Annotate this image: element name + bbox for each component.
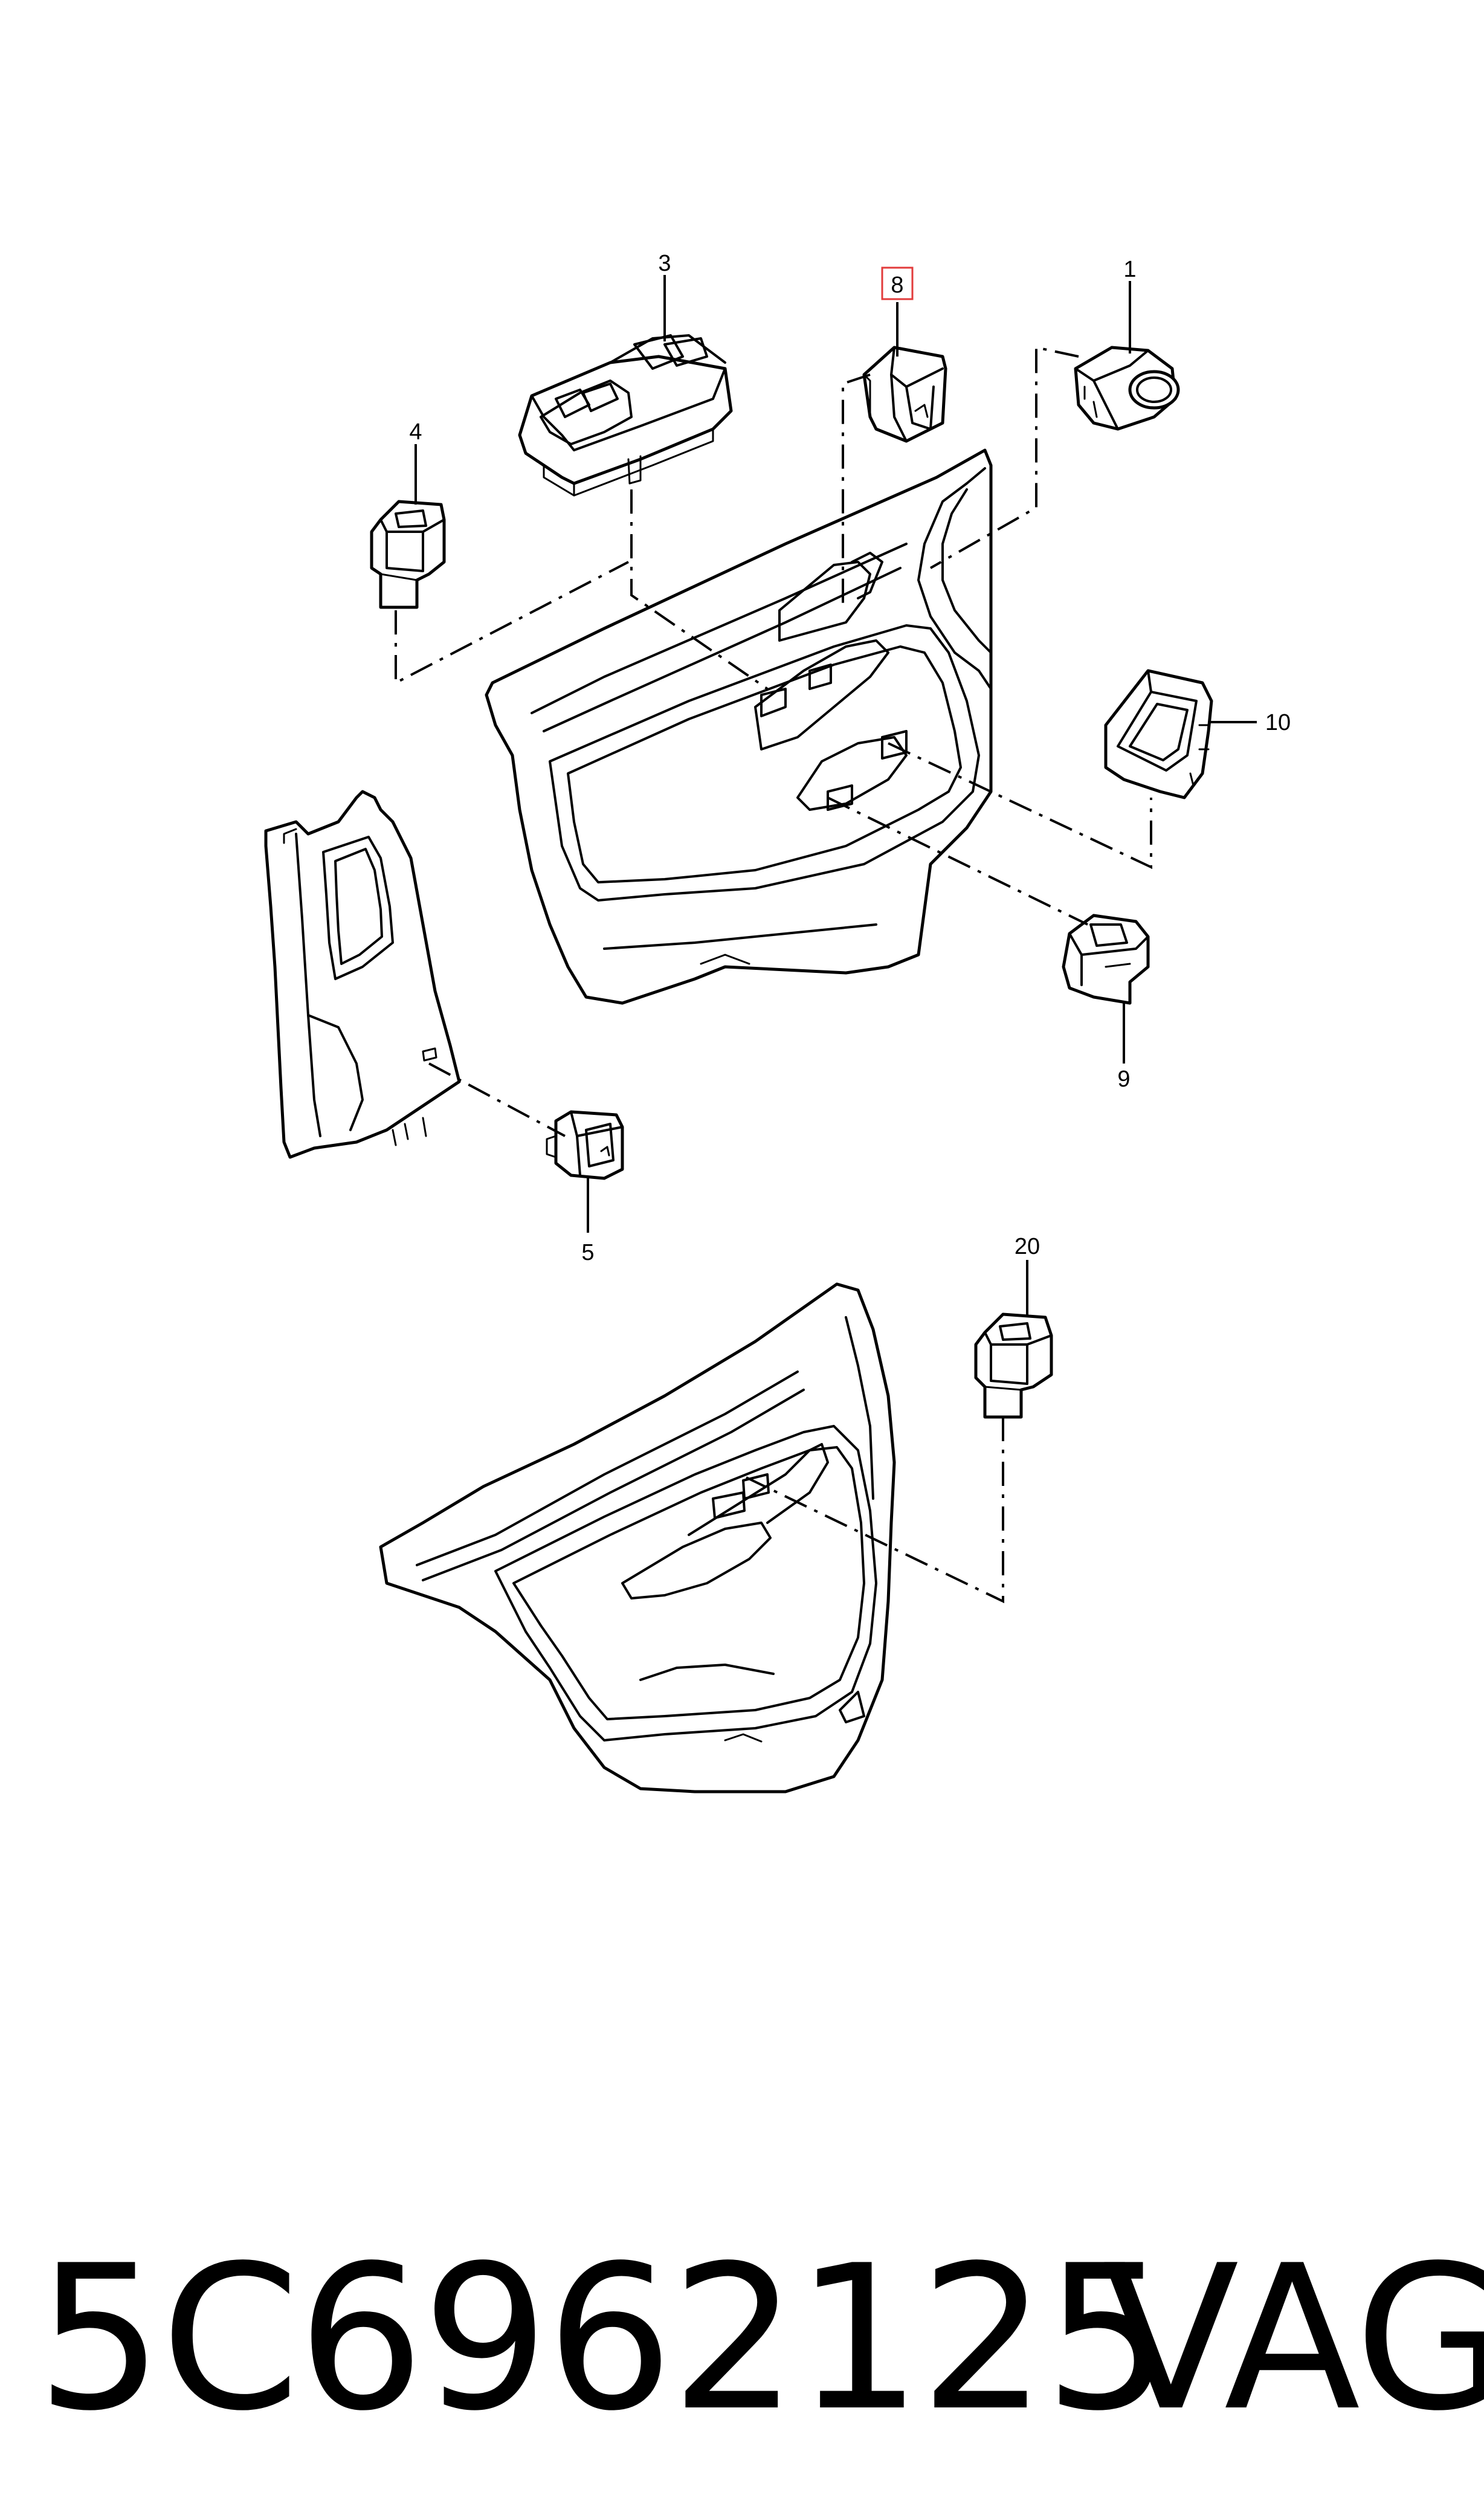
callout-3[interactable]: 3 bbox=[658, 251, 671, 276]
b-pillar-trim bbox=[264, 790, 461, 1159]
callout-8[interactable]: 8 bbox=[891, 273, 903, 298]
single-window-switch bbox=[862, 346, 947, 443]
callout-9[interactable]: 9 bbox=[1117, 1067, 1130, 1092]
assembly-lines bbox=[395, 346, 1152, 1604]
callout-4[interactable]: 4 bbox=[409, 419, 422, 445]
door-window-switch bbox=[1062, 914, 1150, 1005]
callout-5[interactable]: 5 bbox=[581, 1240, 594, 1265]
mirror-adjust-switch bbox=[1074, 346, 1180, 431]
leader-lines bbox=[415, 275, 1257, 1316]
switch-bezel bbox=[1104, 669, 1213, 799]
callout-10[interactable]: 10 bbox=[1265, 710, 1291, 735]
pillar-switch bbox=[546, 1110, 624, 1180]
callout-1[interactable]: 1 bbox=[1123, 257, 1136, 282]
callouts: 1 3 4 5 8 9 10 20 bbox=[409, 251, 1291, 1265]
callout-20[interactable]: 20 bbox=[1015, 1234, 1040, 1259]
front-door-panel bbox=[485, 448, 993, 1005]
brand-label: VAG bbox=[1103, 2223, 1484, 2455]
rear-door-window-switch bbox=[974, 1312, 1053, 1419]
rear-door-panel bbox=[379, 1282, 896, 1793]
callout-8-highlight bbox=[881, 266, 914, 300]
part-number-label: 5C6962125 bbox=[36, 2223, 1171, 2455]
rear-window-switch-left bbox=[370, 500, 446, 609]
window-switch-unit bbox=[518, 334, 733, 497]
